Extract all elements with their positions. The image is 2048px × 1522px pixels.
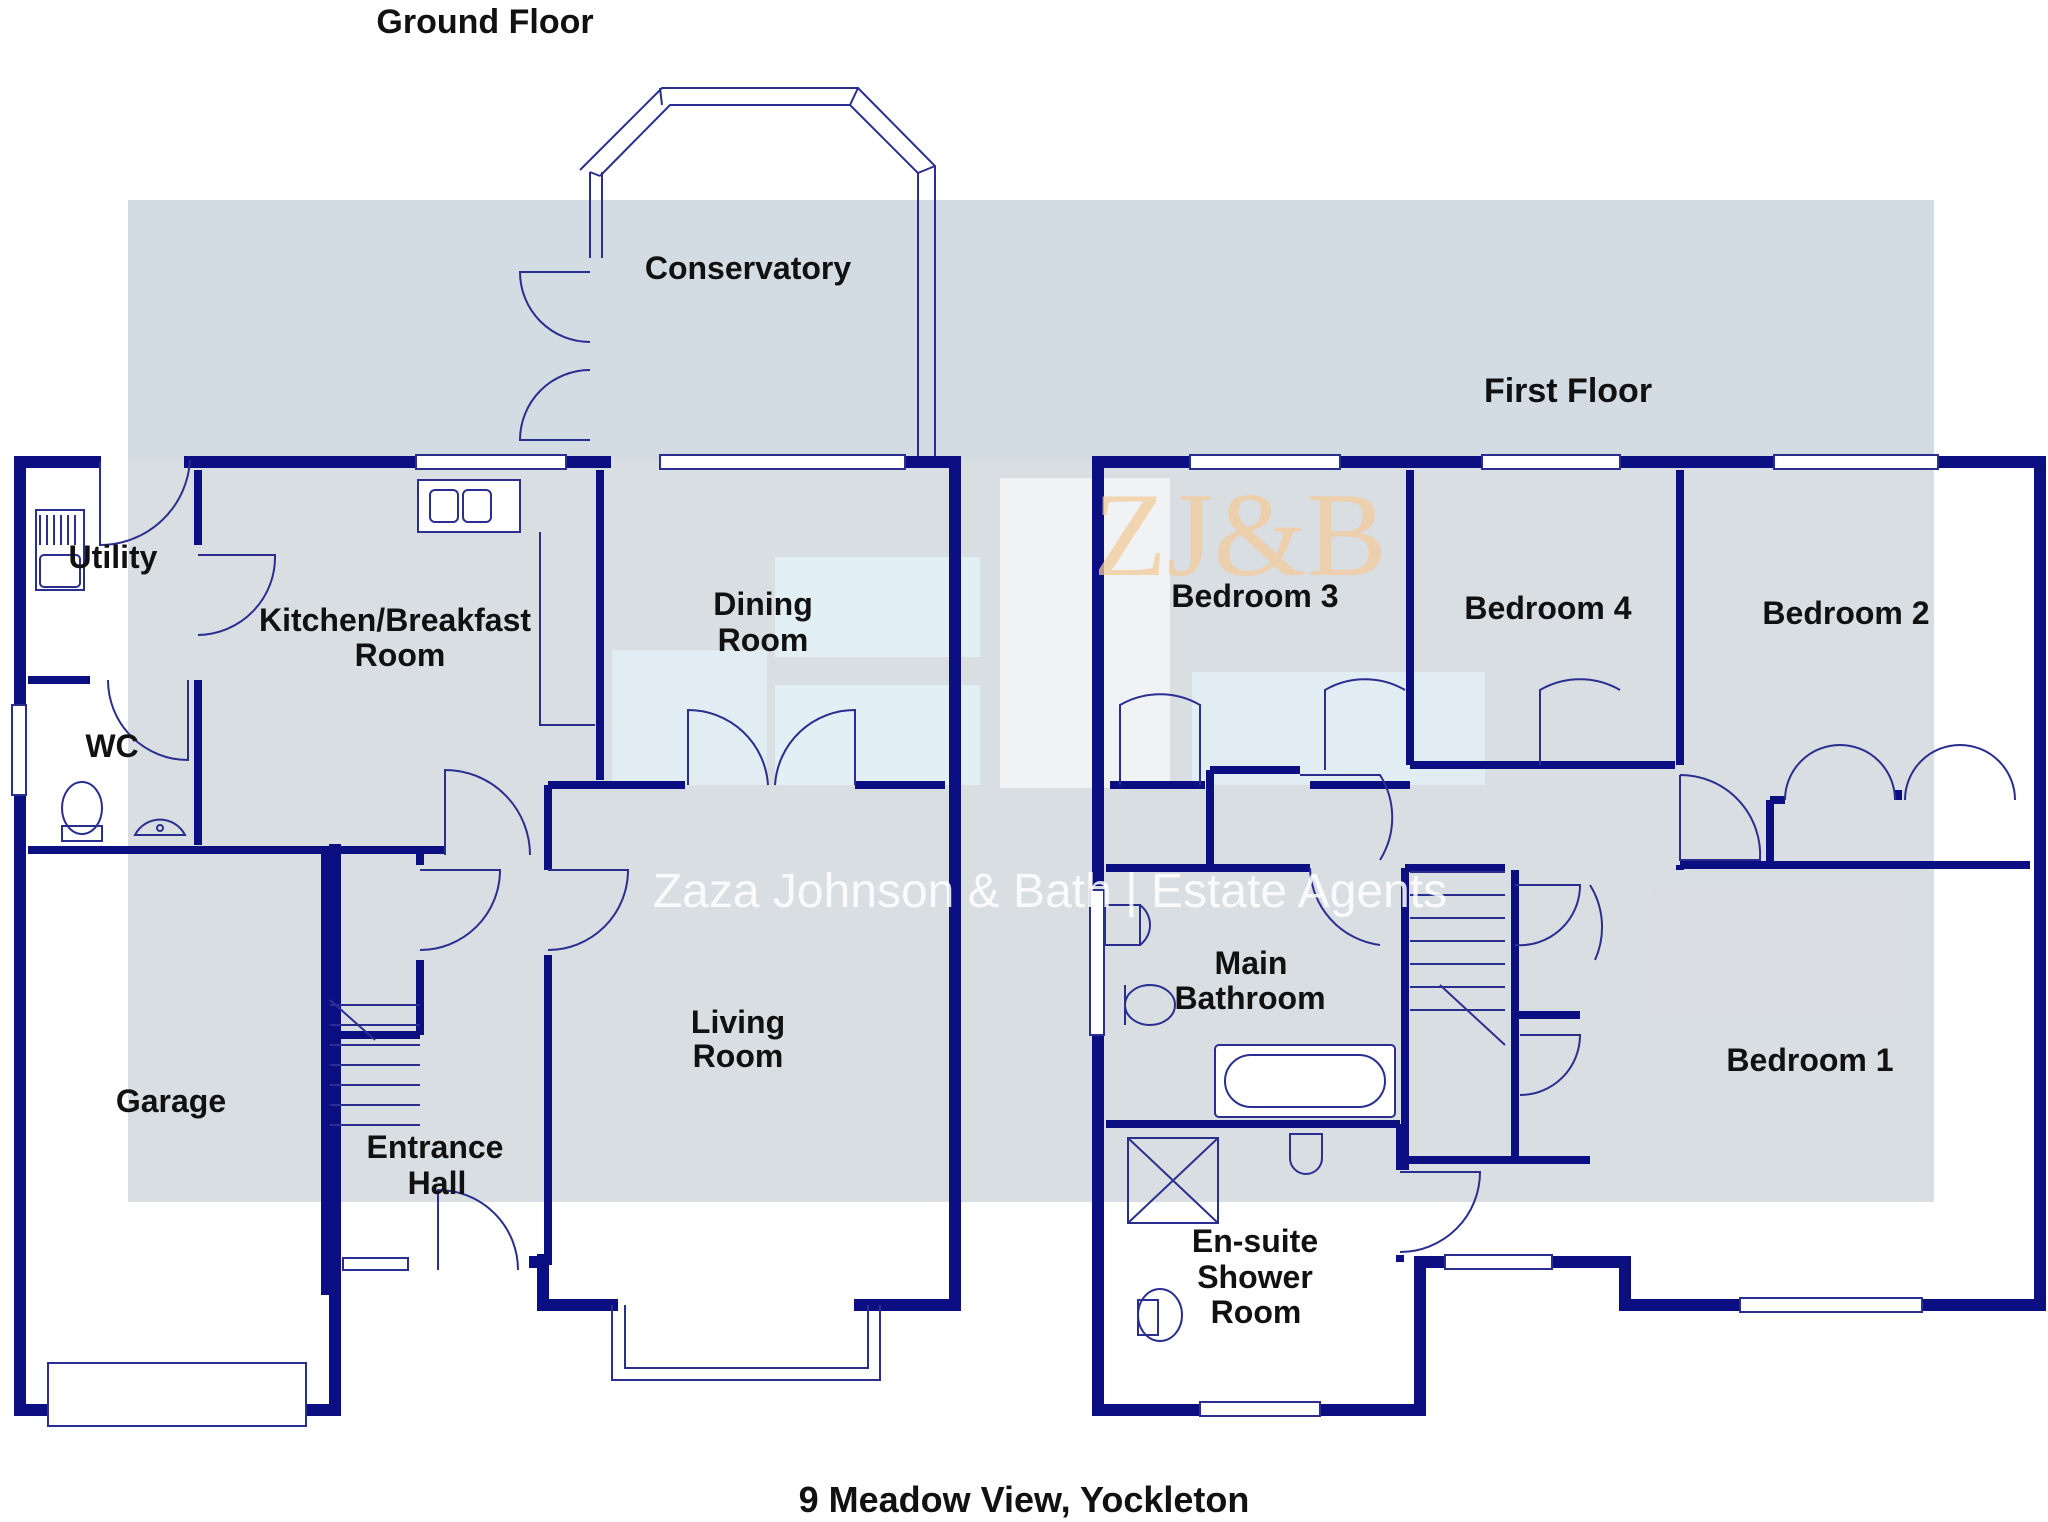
room-label-utility: Utility [69, 539, 158, 575]
room-label-living-line1: Living [691, 1004, 785, 1040]
room-label-bedroom4: Bedroom 4 [1464, 590, 1631, 626]
watermark-overlay [128, 200, 1934, 1202]
first-windows [1089, 454, 1939, 1417]
room-label-bathroom-line2: Bathroom [1174, 980, 1325, 1016]
first-floor-heading: First Floor [1484, 372, 1652, 410]
room-label-entrance-line1: Entrance [367, 1129, 504, 1165]
ground-floor-heading: Ground Floor [376, 3, 593, 41]
room-label-bathroom-line1: Main [1215, 945, 1288, 981]
conservatory-glazing [579, 87, 936, 460]
room-label-dining-line1: Dining [713, 586, 813, 622]
room-label-entrance-line2: Hall [408, 1165, 467, 1201]
first-floor-plan [1089, 454, 2046, 1417]
first-doors [1119, 678, 2016, 1253]
room-label-bedroom1: Bedroom 1 [1726, 1042, 1893, 1078]
room-label-conservatory: Conservatory [645, 250, 852, 286]
room-label-ensuite-line1: En-suite [1192, 1223, 1318, 1259]
ground-floor-plan [11, 87, 961, 1427]
ground-windows [11, 454, 906, 1427]
room-label-dining-line2: Room [718, 622, 809, 658]
room-label-bedroom3: Bedroom 3 [1171, 578, 1338, 614]
room-label-ensuite-line2: Shower [1197, 1259, 1313, 1295]
room-label-ensuite-line3: Room [1211, 1294, 1302, 1330]
room-label-wc: WC [85, 728, 138, 764]
watermark-agency: Zaza Johnson & Bath | Estate Agents [653, 865, 1447, 918]
watermark-logo: ZJ&B [1093, 468, 1386, 601]
room-label-bedroom2: Bedroom 2 [1762, 595, 1929, 631]
room-label-living-line2: Room [693, 1038, 784, 1074]
room-label-kitchen-line2: Room [355, 637, 446, 673]
ground-doors [99, 459, 856, 1271]
ground-fixtures [35, 479, 595, 1126]
property-address: 9 Meadow View, Yockleton [799, 1479, 1250, 1520]
room-label-garage: Garage [116, 1083, 226, 1119]
first-fixtures [1104, 871, 1506, 1342]
conservatory-door [518, 271, 591, 441]
room-label-kitchen-line1: Kitchen/Breakfast [259, 602, 531, 638]
